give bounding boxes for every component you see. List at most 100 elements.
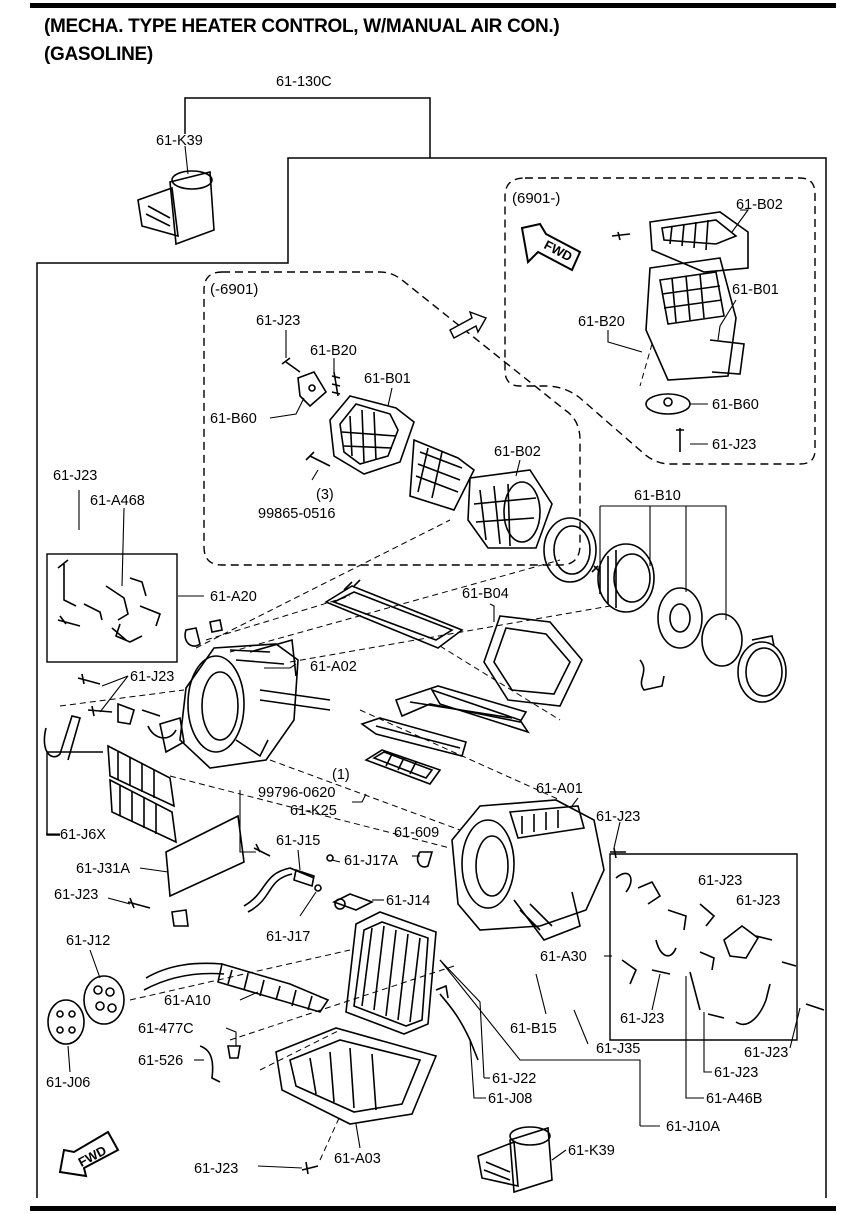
- label-61-k25: 61-K25: [290, 803, 337, 819]
- label-61-b02-right: 61-B02: [736, 197, 783, 213]
- label-61-a468: 61-A468: [90, 493, 145, 509]
- inset-right-label: (6901-): [512, 190, 560, 207]
- j23-screws-left-icon: [77, 673, 113, 717]
- a01-main-housing-icon: [451, 799, 605, 941]
- label-61-j23-d: 61-J23: [698, 873, 742, 889]
- label-61-j35: 61-J35: [596, 1041, 640, 1057]
- a30-linkage-icon: [621, 880, 771, 1025]
- label-61-k39-bottom: 61-K39: [568, 1143, 615, 1159]
- b10-wire-icon: [639, 659, 665, 691]
- diagram-title: (MECHA. TYPE HEATER CONTROL, W/MANUAL AI…: [44, 16, 560, 37]
- label-k25-qty: (1): [332, 767, 350, 783]
- label-61-j12: 61-J12: [66, 933, 110, 949]
- j22-sensor-icon: [435, 984, 479, 1061]
- inset-left-label: (-6901): [210, 281, 258, 298]
- label-61-k39-top: 61-K39: [156, 133, 203, 149]
- fwd-arrow-top-icon: FWD: [520, 222, 582, 272]
- label-61-j10a: 61-J10A: [666, 1119, 720, 1135]
- label-bolt-qty: (3): [316, 487, 334, 503]
- j10a-evaporator-icon: [345, 911, 437, 1035]
- diagram-subtitle: (GASOLINE): [44, 44, 153, 65]
- j23-screw-c-icon: [127, 897, 151, 909]
- j12-gasket-icon: [83, 975, 125, 1025]
- label-61-j17a: 61-J17A: [344, 853, 398, 869]
- bottom-rule: [30, 1206, 836, 1211]
- explosion-guide-lines: [59, 343, 653, 1161]
- a30-group-box: [609, 853, 798, 1041]
- label-61-609: 61-609: [394, 825, 439, 841]
- p526-drain-icon: [199, 1045, 221, 1083]
- a02-gear-icon: [117, 702, 177, 739]
- label-61-a30: 61-A30: [540, 949, 587, 965]
- b10-clamp-icon: [737, 635, 787, 703]
- a20-clip-2-icon: [209, 619, 223, 633]
- a20-linkage-icon: [57, 559, 161, 643]
- top-rule: [30, 3, 836, 8]
- part-labels: 61-130C 61-K39 (6901-) 61-B02 61-B01 61-…: [46, 74, 788, 1177]
- j23-screw-bottom-icon: [301, 1161, 319, 1175]
- screw-right-2-icon: [676, 428, 684, 452]
- b10-ring-1-icon: [543, 517, 597, 583]
- label-61-b60-right: 61-B60: [712, 397, 759, 413]
- label-61-j23-right: 61-J23: [712, 437, 756, 453]
- j15-fitting-icon: [293, 868, 315, 888]
- j15-pipe-icon: [243, 867, 315, 913]
- label-61-b60-left: 61-B60: [210, 411, 257, 427]
- label-61-j17: 61-J17: [266, 929, 310, 945]
- center-filter-slats-icon: [360, 685, 530, 757]
- label-61-a46b: 61-A46B: [706, 1091, 762, 1107]
- label-61-j23-a: 61-J23: [53, 468, 97, 484]
- b02-right-housing-icon: [649, 211, 749, 273]
- label-61-j23-b: 61-J23: [130, 669, 174, 685]
- b10-fan-icon: [597, 543, 655, 613]
- k39-actuator-bottom-icon: [477, 1126, 553, 1194]
- label-61-b01-right: 61-B01: [732, 282, 779, 298]
- j17a-oring-icon: [326, 854, 334, 862]
- label-61-j23-e: 61-J23: [54, 887, 98, 903]
- j6x-filter-1-icon: [107, 744, 176, 808]
- b20-left-spring-icon: [331, 371, 341, 397]
- label-61-j31a: 61-J31A: [76, 861, 130, 877]
- label-61-a03: 61-A03: [334, 1151, 381, 1167]
- leader-lines: [46, 145, 801, 1169]
- p477c-clip-icon: [227, 1045, 241, 1059]
- label-61-j23-i: 61-J23: [714, 1065, 758, 1081]
- label-61-b20-left: 61-B20: [310, 343, 357, 359]
- k39-actuator-top-icon: [137, 170, 215, 246]
- k25-filter-icon: [364, 749, 442, 785]
- b10-gasket-icon: [701, 613, 743, 667]
- direction-arrow-icon: [449, 310, 488, 339]
- j6x-filter-2-icon: [109, 778, 177, 844]
- b60-right-icon: [645, 393, 691, 415]
- a20-clip-1-icon: [184, 627, 201, 647]
- label-61-b02-left: 61-B02: [494, 444, 541, 460]
- label-61-a01: 61-A01: [536, 781, 583, 797]
- b01-right-housing-icon: [645, 257, 745, 381]
- label-61-477c: 61-477C: [138, 1021, 194, 1037]
- label-61-j23-left: 61-J23: [256, 313, 300, 329]
- label-61-b20-right: 61-B20: [578, 314, 625, 330]
- inset-left-outline: [203, 271, 581, 566]
- label-61-j15: 61-J15: [276, 833, 320, 849]
- b10-screw-icon: [591, 565, 601, 573]
- screw-right-1-icon: [611, 231, 631, 241]
- label-61-j23-f: 61-J23: [736, 893, 780, 909]
- j6x-clip-icon: [43, 715, 81, 761]
- p609-grommet-icon: [416, 851, 434, 868]
- a01-screw-icon: [610, 847, 626, 859]
- screw-left-2-icon: [305, 451, 331, 467]
- label-99865-0516: 99865-0516: [258, 506, 335, 522]
- b01-left-filter-icon: [409, 438, 476, 511]
- j31a-clip-icon: [171, 909, 189, 927]
- screw-left-1-icon: [281, 357, 301, 373]
- label-61-b01-left: 61-B01: [364, 371, 411, 387]
- fwd-arrow-bottom-icon: FWD: [58, 1130, 120, 1178]
- j23-screw-b-icon: [253, 843, 271, 857]
- label-61-526: 61-526: [138, 1053, 183, 1069]
- b04-seal-icon: [483, 615, 583, 707]
- label-61-a10: 61-A10: [164, 993, 211, 1009]
- label-61-a02: 61-A02: [310, 659, 357, 675]
- label-61-j06: 61-J06: [46, 1075, 90, 1091]
- label-61-j14: 61-J14: [386, 893, 430, 909]
- label-61-j23-c: 61-J23: [596, 809, 640, 825]
